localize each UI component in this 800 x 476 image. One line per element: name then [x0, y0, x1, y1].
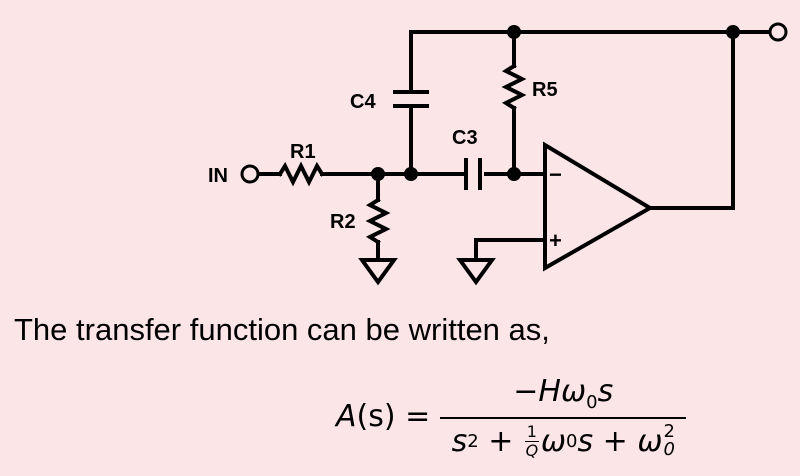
caption-text: The transfer function can be written as,: [14, 312, 550, 347]
opamp-minus-sign: −: [549, 162, 562, 187]
formula-numerator: −Hω0s: [513, 374, 614, 413]
r1-resistor: [277, 161, 325, 187]
circuit-schematic: IN R1 R2 R5 C3 C4 − +: [208, 22, 788, 286]
output-terminal: [768, 22, 788, 42]
r5-resistor: [501, 63, 527, 111]
label-r5: R5: [532, 79, 558, 101]
junction-dot: [507, 167, 521, 181]
label-r2: R2: [330, 211, 356, 233]
opamp-plus-sign: +: [549, 228, 562, 253]
junction-dot: [371, 167, 385, 181]
label-c4: C4: [350, 91, 376, 113]
junction-dot: [507, 25, 521, 39]
junction-dot: [726, 25, 740, 39]
label-r1: R1: [290, 141, 316, 163]
ground-plus: [456, 258, 496, 286]
op-amp: [543, 141, 654, 272]
input-terminal: [240, 164, 260, 184]
fraction-bar: [440, 417, 687, 419]
label-in: IN: [208, 165, 228, 187]
r2-resistor: [365, 197, 391, 245]
ground-r2: [358, 258, 398, 286]
junction-dot: [404, 167, 418, 181]
label-c3: C3: [452, 127, 478, 149]
formula-lhs: A(s) =: [336, 399, 431, 434]
